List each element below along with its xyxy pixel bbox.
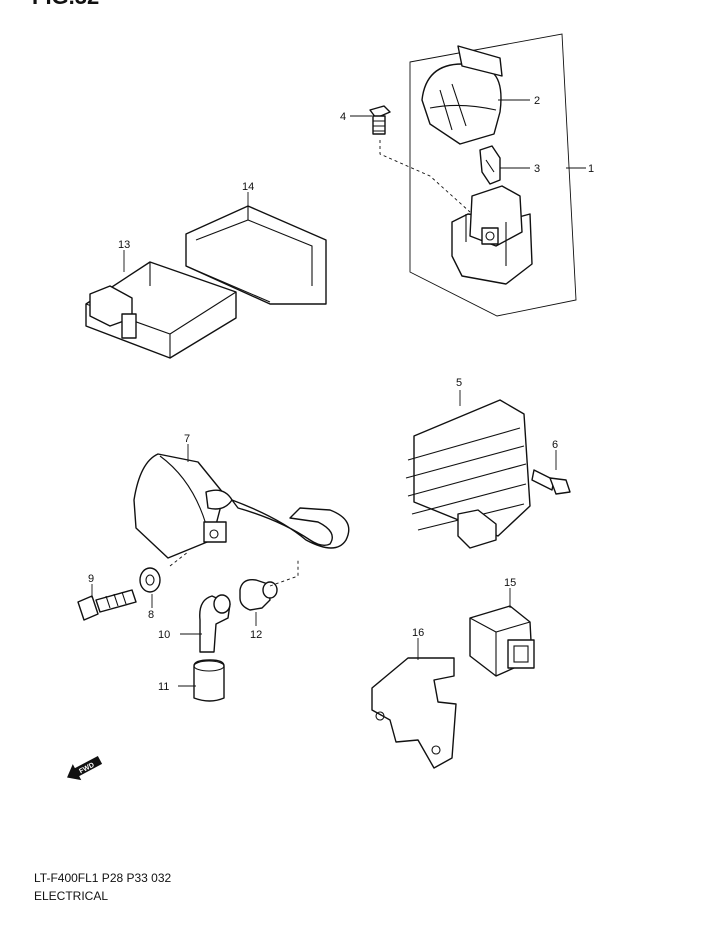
part-6-bolt (531, 469, 571, 495)
callout-16: 16 (412, 627, 424, 639)
part-5-regulator-rectifier (405, 399, 531, 549)
callout-9: 9 (88, 573, 94, 585)
callout-12: 12 (250, 629, 262, 641)
callout-labels: 1 2 3 4 5 6 7 8 9 10 11 12 13 14 15 16 (88, 95, 594, 693)
part-2-relay-cover (421, 45, 503, 145)
callout-14: 14 (242, 181, 254, 193)
fwd-direction-badge: FWD (67, 755, 103, 781)
callout-8: 8 (148, 609, 154, 621)
callout-15: 15 (504, 577, 516, 589)
callout-3: 3 (534, 163, 540, 175)
fwd-arrow-icon (67, 755, 103, 781)
callout-10: 10 (158, 629, 170, 641)
part-16-bracket (371, 657, 457, 769)
fwd-label: FWD (78, 762, 95, 776)
callout-6: 6 (552, 439, 558, 451)
leader-lines (91, 99, 586, 687)
starter-relay-assembly (369, 33, 577, 317)
figure-title: FIG.32 (32, 0, 99, 9)
part-14-cdi-cover (185, 205, 327, 305)
model-code: LT-F400FL1 P28 P33 032 (34, 871, 172, 885)
part-15-connector (469, 605, 535, 677)
callout-11: 11 (158, 681, 169, 693)
callout-13: 13 (118, 239, 130, 251)
part-3-fuse (479, 145, 501, 185)
callout-5: 5 (456, 377, 462, 389)
starter-relay-body (451, 185, 533, 285)
part-12-connector (239, 579, 278, 611)
callout-7: 7 (184, 433, 190, 445)
part-10-plug-cap (199, 594, 231, 653)
part-4-bolt (369, 105, 391, 135)
part-7-ignition-coil (133, 453, 350, 559)
section-name: ELECTRICAL (34, 889, 108, 903)
callout-1: 1 (588, 163, 594, 175)
group-bracket-1 (409, 33, 577, 317)
part-9-bolt (77, 589, 137, 621)
callout-2: 2 (534, 95, 540, 107)
part-11-cap (193, 659, 225, 702)
part-13-cdi-unit (85, 261, 237, 359)
callout-4: 4 (340, 111, 346, 123)
part-8-spacer (139, 567, 161, 593)
